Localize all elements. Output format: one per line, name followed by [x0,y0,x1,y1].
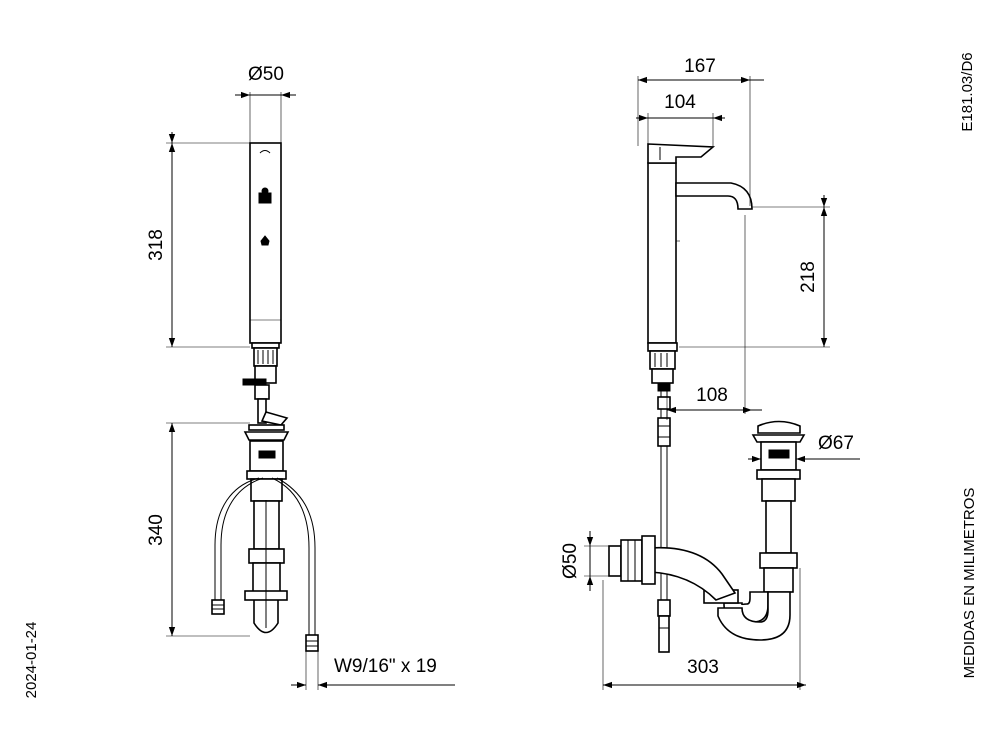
drawing-date: 2024-01-24 [23,622,40,699]
units-note: MEDIDAS EN MILIMETROS [961,488,978,679]
dim-drain-diameter: Ø67 [748,433,860,463]
dim-spout-height: 218 [679,195,830,348]
dim-spout-projection: 108 [666,215,762,420]
dim-trap-depth: 303 [602,568,806,690]
side-view: 167 104 218 108 [560,56,860,690]
front-pop-up-waste [243,424,290,634]
drawing-code: E181.03/D6 [959,52,976,131]
side-spout-height-label: 218 [798,261,819,293]
side-overall-reach-label: 167 [684,56,716,77]
dim-underside-height: 340 [146,422,250,637]
side-lever-reach-label: 104 [664,92,696,113]
front-hose-connection-label: W9/16" x 19 [334,656,437,677]
side-trap-outlet-diameter-label: Ø50 [560,543,581,579]
side-faucet-body [647,143,753,392]
front-faucet-body [242,142,289,426]
side-spout-projection-label: 108 [696,385,728,406]
front-view: Ø50 318 340 W9/16" x 19 [146,64,455,690]
dim-body-diameter: Ø50 [235,64,296,143]
front-body-diameter-label: Ø50 [248,64,284,85]
side-drain-trap [608,420,806,641]
side-trap-depth-label: 303 [687,657,719,678]
dim-trap-outlet-diameter: Ø50 [560,531,616,591]
dim-hose-connection: W9/16" x 19 [291,651,455,690]
dim-body-height: 318 [146,132,250,348]
front-hoses [211,477,319,652]
side-drain-diameter-label: Ø67 [818,433,854,454]
front-body-height-label: 318 [146,229,167,261]
front-underside-height-label: 340 [146,514,167,546]
dim-overall-reach: 167 [637,56,764,206]
side-hose [657,391,671,653]
dim-lever-reach: 104 [636,92,725,147]
